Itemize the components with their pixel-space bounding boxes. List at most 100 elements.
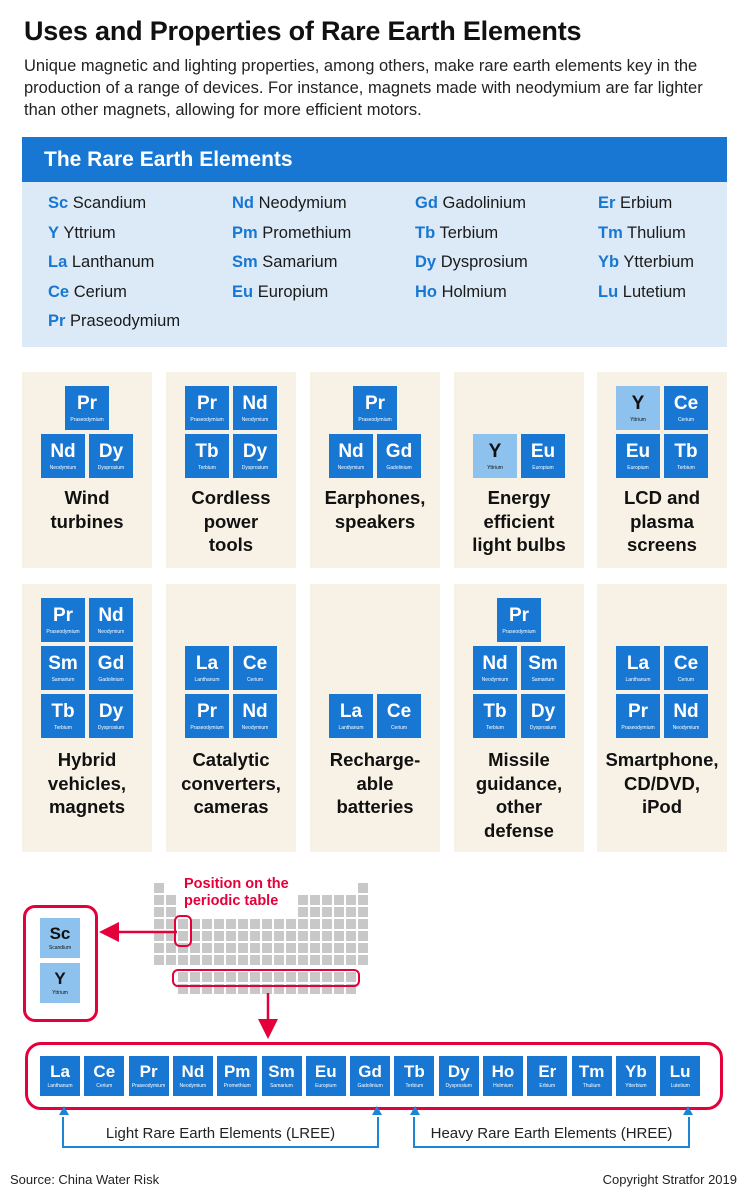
periodic-cell [238,919,248,929]
legend-item: Ce Cerium [48,283,230,313]
periodic-cell [202,972,212,982]
tile-symbol: Nd [50,441,76,462]
periodic-cell [250,984,260,994]
periodic-cell [274,919,284,929]
periodic-cell [250,955,260,965]
periodic-cell [274,984,284,994]
legend-symbol: Dy [415,253,437,271]
periodic-cell [178,984,188,994]
tile-name: Cerium [677,417,695,423]
tile-symbol: Ce [673,393,699,414]
tile-name: Thulium [582,1083,601,1089]
periodic-cell [166,919,176,929]
periodic-cell [190,931,200,941]
periodic-cell [190,972,200,982]
tile-symbol: Pm [223,1062,251,1081]
legend-item: Ho Holmium [415,283,597,313]
periodic-cell [166,895,176,905]
periodic-cell [286,984,296,994]
legend-symbol: Er [598,194,616,212]
tile-name: Cerium [96,1083,113,1089]
tile-name: Terbium [486,725,504,731]
legend-name: Thulium [627,223,686,242]
periodic-cell [238,943,248,953]
tile-symbol: Dy [98,441,124,462]
tile-name: Praseodymium [46,629,80,635]
hree-right-arrow-icon [683,1106,693,1115]
periodic-cell [346,931,356,941]
tile-name: Praseodymium [358,417,392,423]
tile-symbol: Gd [385,441,413,462]
legend-item: Er Erbium [598,194,749,224]
periodic-cell [226,972,236,982]
periodic-cell [310,919,320,929]
periodic-cell [334,907,344,917]
legend-symbol: Sc [48,194,69,212]
periodic-cell [322,895,332,905]
periodic-cell [178,919,188,929]
legend-item: Lu Lutetium [598,283,749,313]
tile-symbol: Pr [76,393,98,414]
series-highlight [172,969,360,987]
tile-name: Gadolinium [357,1083,383,1089]
periodic-cell [298,895,308,905]
periodic-cell [166,955,176,965]
legend-symbol: Tm [598,223,623,242]
tile-name: Dysprosium [445,1083,472,1089]
legend-name: Samarium [262,253,338,271]
tile-name: Praseodymium [131,1083,166,1089]
periodic-cell [358,907,368,917]
periodic-cell [286,955,296,965]
legend-name: Dysprosium [440,253,528,271]
legend-symbol: Y [48,223,60,242]
tile-symbol: Yb [625,1062,647,1081]
legend-symbol: Sm [232,253,258,271]
tile-symbol: Pr [139,1062,158,1081]
tile-name: Neodymium [481,677,509,683]
hree-left-arrow-icon [410,1106,420,1115]
periodic-cell [322,943,332,953]
periodic-cell [262,955,272,965]
periodic-cell [154,943,164,953]
tile-name: Cerium [390,725,408,731]
periodic-cell [310,907,320,917]
tile-name: Neodymium [49,465,77,471]
legend-symbol: Eu [232,282,254,301]
periodic-cell [286,972,296,982]
legend-name: Promethium [262,223,352,242]
tile-name: Yttrium [487,465,503,471]
periodic-cell [250,943,260,953]
periodic-cell [298,972,308,982]
periodic-cell [322,955,332,965]
periodic-cell [214,972,224,982]
periodic-cell [358,895,368,905]
tile-symbol: Dy [242,441,268,462]
use-label: Smartphone,CD/DVD,iPod [605,749,719,817]
legend-item: Tb Terbium [415,224,597,254]
periodic-cell [226,943,236,953]
